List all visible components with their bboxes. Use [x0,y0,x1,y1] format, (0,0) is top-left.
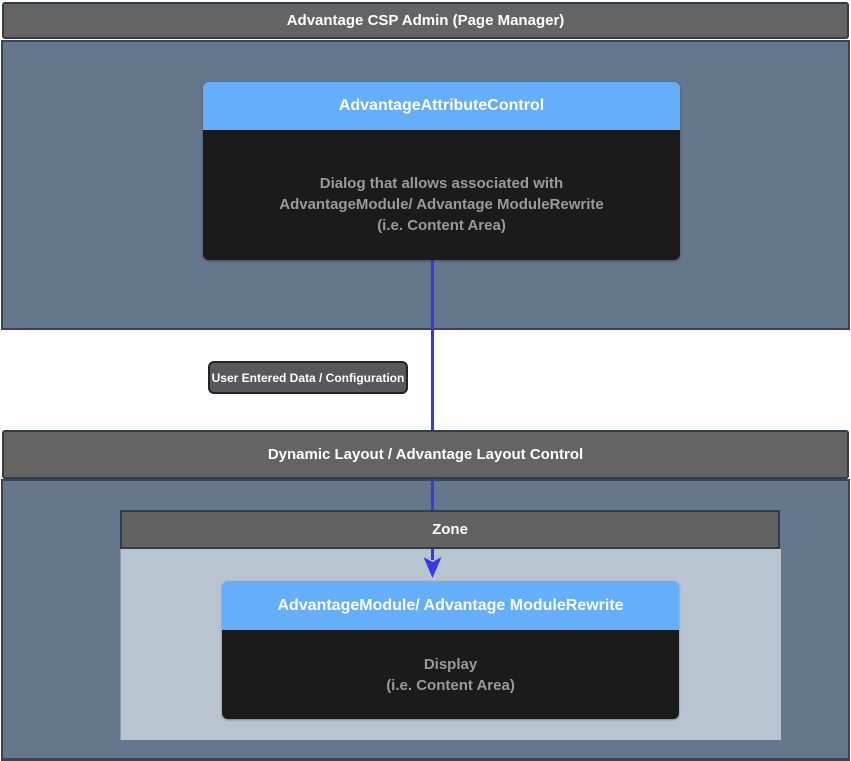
node-body-line: (i.e. Content Area) [377,216,506,234]
flow-arrow-down [423,258,442,578]
page-manager-title: Advantage CSP Admin (Page Manager) [286,12,565,29]
page-manager-header-bar: Advantage CSP Admin (Page Manager) [2,2,849,39]
connector-label-text: User Entered Data / Configuration [211,370,405,385]
zone-title: Zone [432,521,468,538]
node-body-line: Dialog that allows associated with [319,174,564,192]
advantage-attribute-control-header: AdvantageAttributeControl [203,82,680,130]
zone-header-bar: Zone [120,510,780,549]
advantage-module-header: AdvantageModule/ Advantage ModuleRewrite [222,581,679,630]
node-body-line: AdvantageModule/ Advantage ModuleRewrite [279,195,604,213]
advantage-module-node: AdvantageModule/ Advantage ModuleRewrite… [222,581,679,719]
advantage-module-body: Display (i.e. Content Area) [222,630,679,719]
advantage-attribute-control-body: Dialog that allows associated with Advan… [203,130,680,260]
connector-label: User Entered Data / Configuration [208,361,408,394]
flow-arrowhead [423,557,442,578]
node-body-line: Display [423,655,478,673]
node-body-line: (i.e. Content Area) [386,676,515,694]
dynamic-layout-header-bar: Dynamic Layout / Advantage Layout Contro… [2,430,849,479]
advantage-module-title: AdvantageModule/ Advantage ModuleRewrite [277,596,624,614]
advantage-attribute-control-title: AdvantageAttributeControl [338,97,545,114]
dynamic-layout-title: Dynamic Layout / Advantage Layout Contro… [267,446,584,463]
advantage-attribute-control-node: AdvantageAttributeControl Dialog that al… [203,82,680,260]
